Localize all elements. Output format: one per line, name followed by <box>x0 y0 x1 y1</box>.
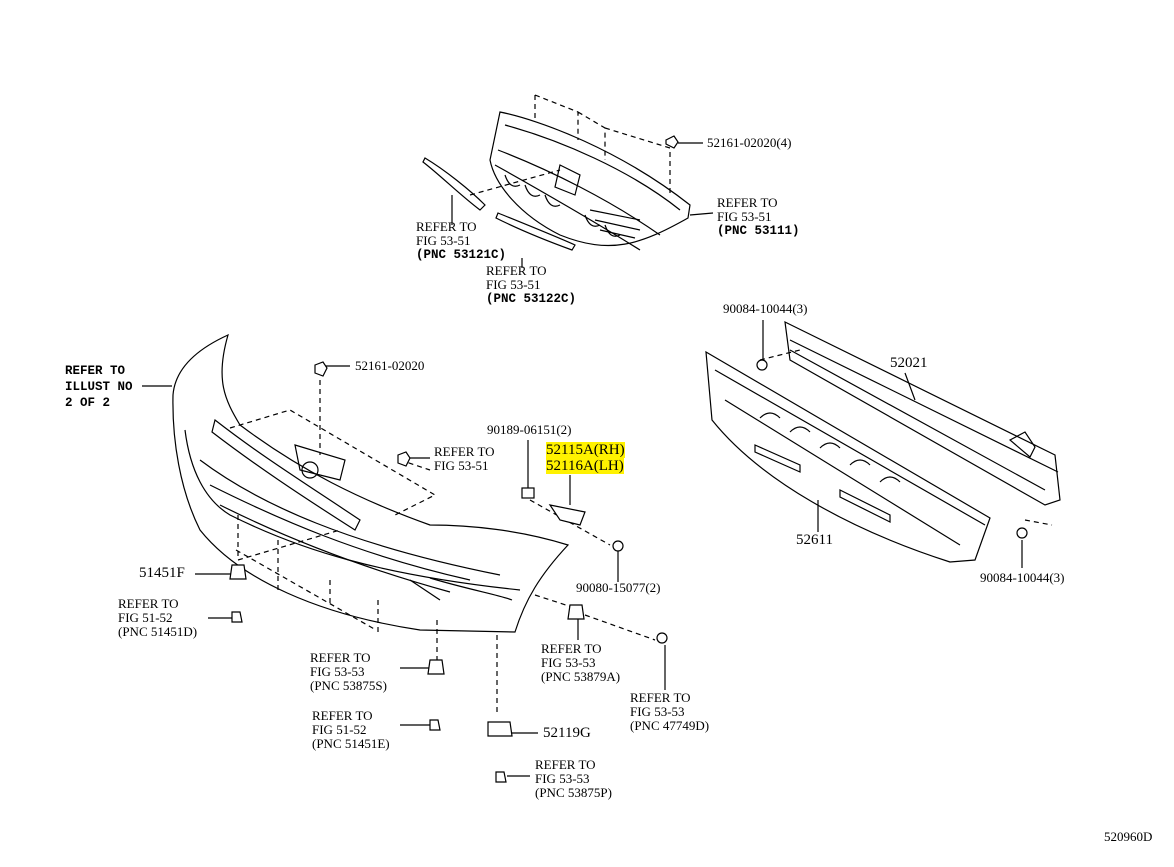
label-bumper-clip: 52161-02020 <box>355 358 425 373</box>
label-ref-53879a-1: REFER TO <box>541 641 602 656</box>
label-ref-53875p-2: FIG 53-53 <box>535 771 590 786</box>
label-reinforcement: 52021 <box>890 355 928 371</box>
label-illust-ref-3: 2 OF 2 <box>65 396 111 410</box>
label-ref-53879a-3: (PNC 53879A) <box>541 669 621 684</box>
label-grille-ref-2: FIG 53-51 <box>717 209 772 224</box>
label-lower-molding-1: REFER TO <box>486 263 547 278</box>
bumper-reinforcement <box>784 320 1061 506</box>
label-ref-53875p-3: (PNC 53875P) <box>535 785 612 800</box>
front-bumper-cover <box>172 333 570 633</box>
radiator-grille <box>489 111 691 251</box>
label-ref-51451e-1: REFER TO <box>312 708 373 723</box>
label-ref-51451d-2: FIG 51-52 <box>118 610 173 625</box>
label-ref-53875s-2: FIG 53-53 <box>310 664 365 679</box>
label-lower-molding-3: (PNC 53122C) <box>486 292 577 306</box>
label-emblem-ref-1: REFER TO <box>434 444 495 459</box>
label-ref-51451e-2: FIG 51-52 <box>312 722 367 737</box>
leader-lines-grille <box>451 142 714 268</box>
label-nut: 90189-06151(2) <box>487 422 572 437</box>
fasteners <box>229 359 1028 783</box>
label-grille-ref-3: (PNC 53111) <box>717 224 800 238</box>
label-reinf-bolt-bottom: 90084-10044(3) <box>980 570 1065 585</box>
label-ref-47749d-1: REFER TO <box>630 690 691 705</box>
grille-guide-lines <box>469 94 671 196</box>
label-illust-ref-1: REFER TO <box>65 364 126 378</box>
label-emblem-ref-2: FIG 53-51 <box>434 458 489 473</box>
label-upper-molding-1: REFER TO <box>416 219 477 234</box>
label-screw: 90080-15077(2) <box>576 580 661 595</box>
energy-absorber <box>705 350 991 563</box>
label-ref-53875s-1: REFER TO <box>310 650 371 665</box>
label-retainer-rh: 52115A(RH) <box>546 442 625 458</box>
label-upper-molding-3: (PNC 53121C) <box>416 248 507 262</box>
label-reinf-bolt-top: 90084-10044(3) <box>723 301 808 316</box>
label-lower-molding-2: FIG 53-51 <box>486 277 541 292</box>
label-ref-47749d-2: FIG 53-53 <box>630 704 685 719</box>
label-ref-51451e-3: (PNC 51451E) <box>312 736 390 751</box>
label-illust-ref-2: ILLUST NO <box>65 380 133 394</box>
label-ref-47749d-3: (PNC 47749D) <box>630 718 710 733</box>
leader-lines <box>142 320 1023 777</box>
label-grille-ref-1: REFER TO <box>717 195 778 210</box>
figure-code: 520960D <box>1104 829 1153 844</box>
label-51451f: 51451F <box>139 565 185 581</box>
label-ref-51451d-1: REFER TO <box>118 596 179 611</box>
clip-icon <box>665 135 679 149</box>
label-upper-molding-2: FIG 53-51 <box>416 233 471 248</box>
label-52119g: 52119G <box>543 725 591 741</box>
label-retainer-lh: 52116A(LH) <box>546 458 624 474</box>
label-absorber: 52611 <box>796 532 833 548</box>
label-ref-53875p-1: REFER TO <box>535 757 596 772</box>
label-ref-51451d-3: (PNC 51451D) <box>118 624 198 639</box>
upper-molding <box>422 157 486 211</box>
label-ref-53879a-2: FIG 53-53 <box>541 655 596 670</box>
bumper-guide-lines <box>229 349 1053 715</box>
label-ref-53875s-3: (PNC 53875S) <box>310 678 387 693</box>
lower-molding <box>495 212 576 251</box>
label-grille-clip: 52161-02020(4) <box>707 135 792 150</box>
